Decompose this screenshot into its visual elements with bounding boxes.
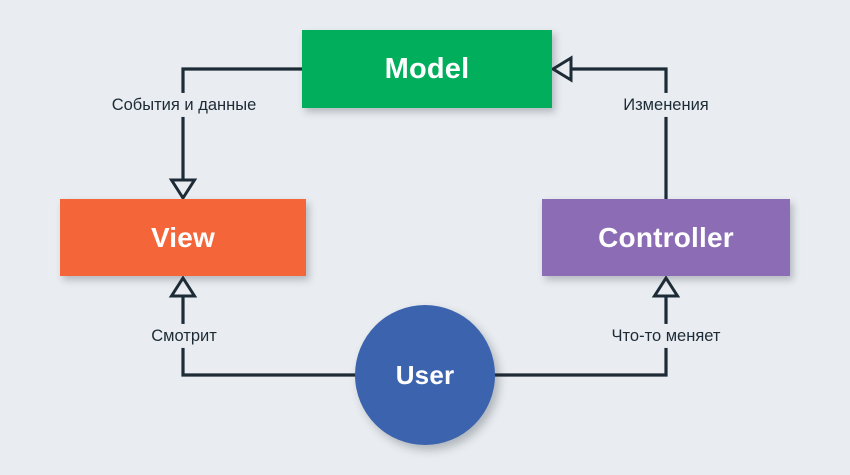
node-view[interactable]: View — [60, 199, 306, 276]
arrowhead-up-controller — [651, 275, 681, 298]
node-controller[interactable]: Controller — [542, 199, 790, 276]
edge-controller-to-model — [550, 55, 668, 200]
edge-model-to-view — [168, 67, 304, 201]
edge-label-controller-to-model: Изменения — [616, 92, 716, 118]
node-model-label: Model — [384, 52, 470, 85]
node-user[interactable]: User — [355, 305, 495, 445]
node-user-label: User — [395, 360, 455, 390]
edge-user-to-view — [168, 275, 359, 377]
arrowhead-up-view — [168, 275, 198, 298]
edge-label-user-to-view: Смотрит — [144, 323, 224, 349]
node-controller-label: Controller — [598, 221, 734, 253]
arrowhead-down-view — [168, 178, 198, 201]
node-model[interactable]: Model — [302, 30, 552, 108]
node-view-label: View — [150, 221, 216, 253]
edge-label-model-to-view: События и данные — [104, 92, 264, 118]
edge-user-to-controller — [491, 275, 681, 377]
edge-label-user-to-controller: Что-то меняет — [604, 323, 728, 349]
arrowhead-left-model — [550, 55, 573, 83]
